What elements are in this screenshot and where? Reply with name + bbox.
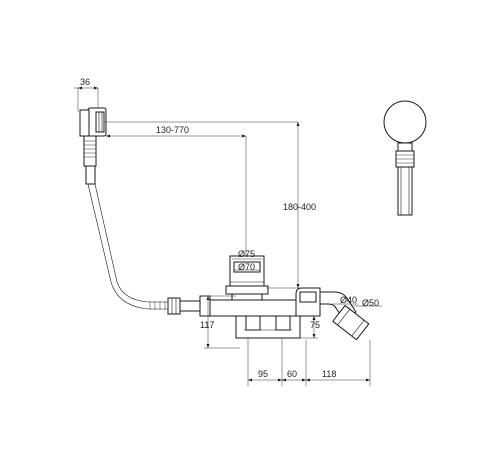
riser-height-dimension: 180-400 bbox=[266, 122, 316, 289]
bottom-span-dimensions: 95 60 118 bbox=[247, 338, 371, 386]
trap-span-b-label: 60 bbox=[287, 369, 297, 379]
trap-drop-label: 75 bbox=[310, 320, 320, 330]
trap-drop-dimension: 75 bbox=[300, 316, 320, 339]
waste-outlet-label: Ø50 bbox=[362, 298, 379, 308]
knob-width-dimension: 36 bbox=[74, 77, 99, 112]
knob-side-view bbox=[383, 100, 427, 216]
cable-length-dimension: 130-770 bbox=[104, 121, 298, 256]
inlet-height-dimension: 117 bbox=[200, 295, 240, 349]
drain-body bbox=[209, 255, 370, 341]
overflow-knob bbox=[79, 107, 107, 185]
flexible-hose bbox=[87, 183, 168, 310]
cable-length-label: 130-770 bbox=[156, 125, 189, 135]
overflow-outlet-label: Ø40 bbox=[340, 295, 357, 305]
strainer-diameter-labels: Ø75 Ø70 bbox=[232, 249, 262, 272]
inlet-height-label: 117 bbox=[200, 320, 214, 330]
outlet-diameter-labels: Ø40 Ø50 bbox=[332, 295, 382, 308]
knob-width-label: 36 bbox=[80, 77, 90, 87]
trap-span-a-label: 95 bbox=[258, 369, 268, 379]
inlet-coupling bbox=[167, 295, 211, 317]
strainer-outer-label: Ø75 bbox=[238, 249, 255, 259]
strainer-inner-label: Ø70 bbox=[238, 262, 255, 272]
trap-span-c-label: 118 bbox=[322, 369, 336, 379]
riser-height-label: 180-400 bbox=[283, 202, 316, 212]
